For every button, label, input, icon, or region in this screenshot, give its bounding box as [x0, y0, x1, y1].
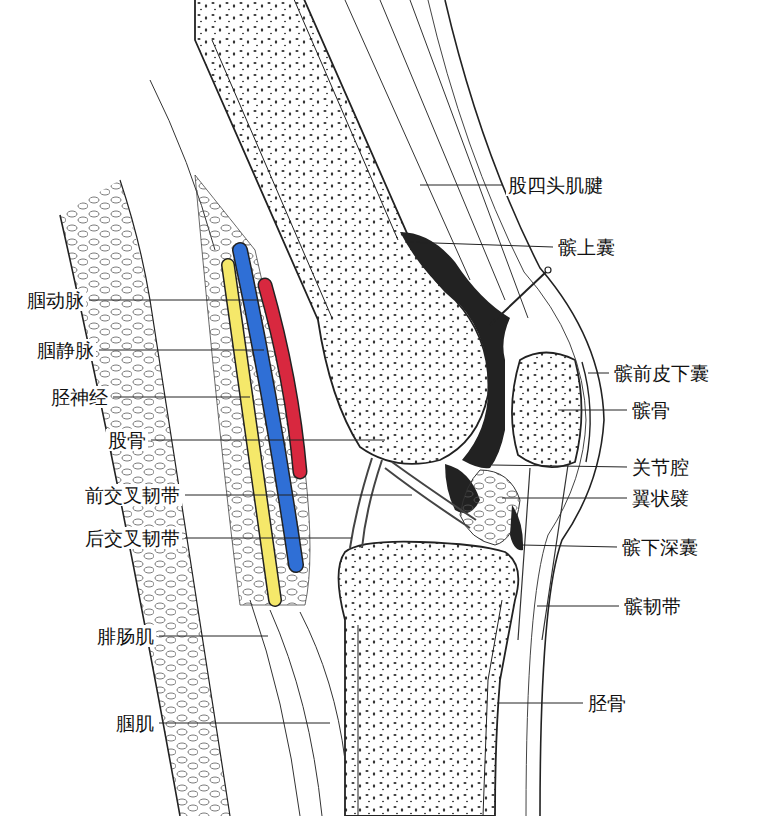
leader-line: [151, 440, 385, 441]
leader-line: [113, 397, 250, 398]
probe-tip: [545, 267, 551, 273]
patellar-ligament: [518, 465, 568, 640]
part-label: 髌韧带: [622, 595, 683, 618]
part-label: 髌骨: [630, 399, 672, 422]
leader-line: [497, 703, 583, 704]
leader-line: [558, 410, 627, 411]
popliteus-line: [300, 612, 345, 760]
leader-line: [159, 723, 330, 724]
part-label: 翼状襞: [630, 487, 691, 510]
part-label: 腘肌: [114, 712, 156, 735]
tibia-bone: [339, 542, 519, 816]
leader-line: [537, 606, 619, 607]
part-label: 胫神经: [49, 386, 110, 409]
gastrocnemius-line: [250, 600, 322, 816]
leader-line: [185, 495, 412, 496]
femur-bone: [195, 0, 488, 464]
leader-line: [522, 545, 617, 547]
part-label: 股骨: [106, 429, 148, 452]
leader-line: [588, 373, 609, 374]
vein-outline: [240, 250, 296, 565]
part-label: 腓肠肌: [95, 625, 156, 648]
leader-line: [405, 242, 553, 247]
leader-line: [159, 636, 268, 637]
joint-cavity: [400, 232, 510, 468]
part-label: 股四头肌腱: [506, 174, 605, 197]
part-label: 髌前皮下囊: [612, 362, 711, 385]
part-label: 后交叉韧带: [83, 527, 182, 550]
part-label: 腘静脉: [35, 339, 96, 362]
leader-line: [89, 300, 262, 301]
tibia-cortex: [358, 600, 502, 816]
pcl-ligament: [350, 458, 382, 548]
leader-line: [420, 185, 503, 186]
part-label: 前交叉韧带: [83, 484, 182, 507]
popliteal-vein: [240, 250, 296, 565]
part-label: 关节腔: [630, 456, 691, 479]
deep-infrapatellar-bursa: [510, 505, 523, 550]
part-label: 髌上囊: [556, 236, 617, 259]
probe-line: [490, 272, 546, 325]
part-label: 胫骨: [586, 692, 628, 715]
leader-line: [99, 350, 264, 351]
leader-line: [185, 538, 352, 539]
leader-line: [492, 465, 627, 467]
part-label: 腘动脉: [25, 289, 86, 312]
leader-line: [502, 498, 627, 499]
part-label: 髌下深囊: [620, 536, 700, 559]
